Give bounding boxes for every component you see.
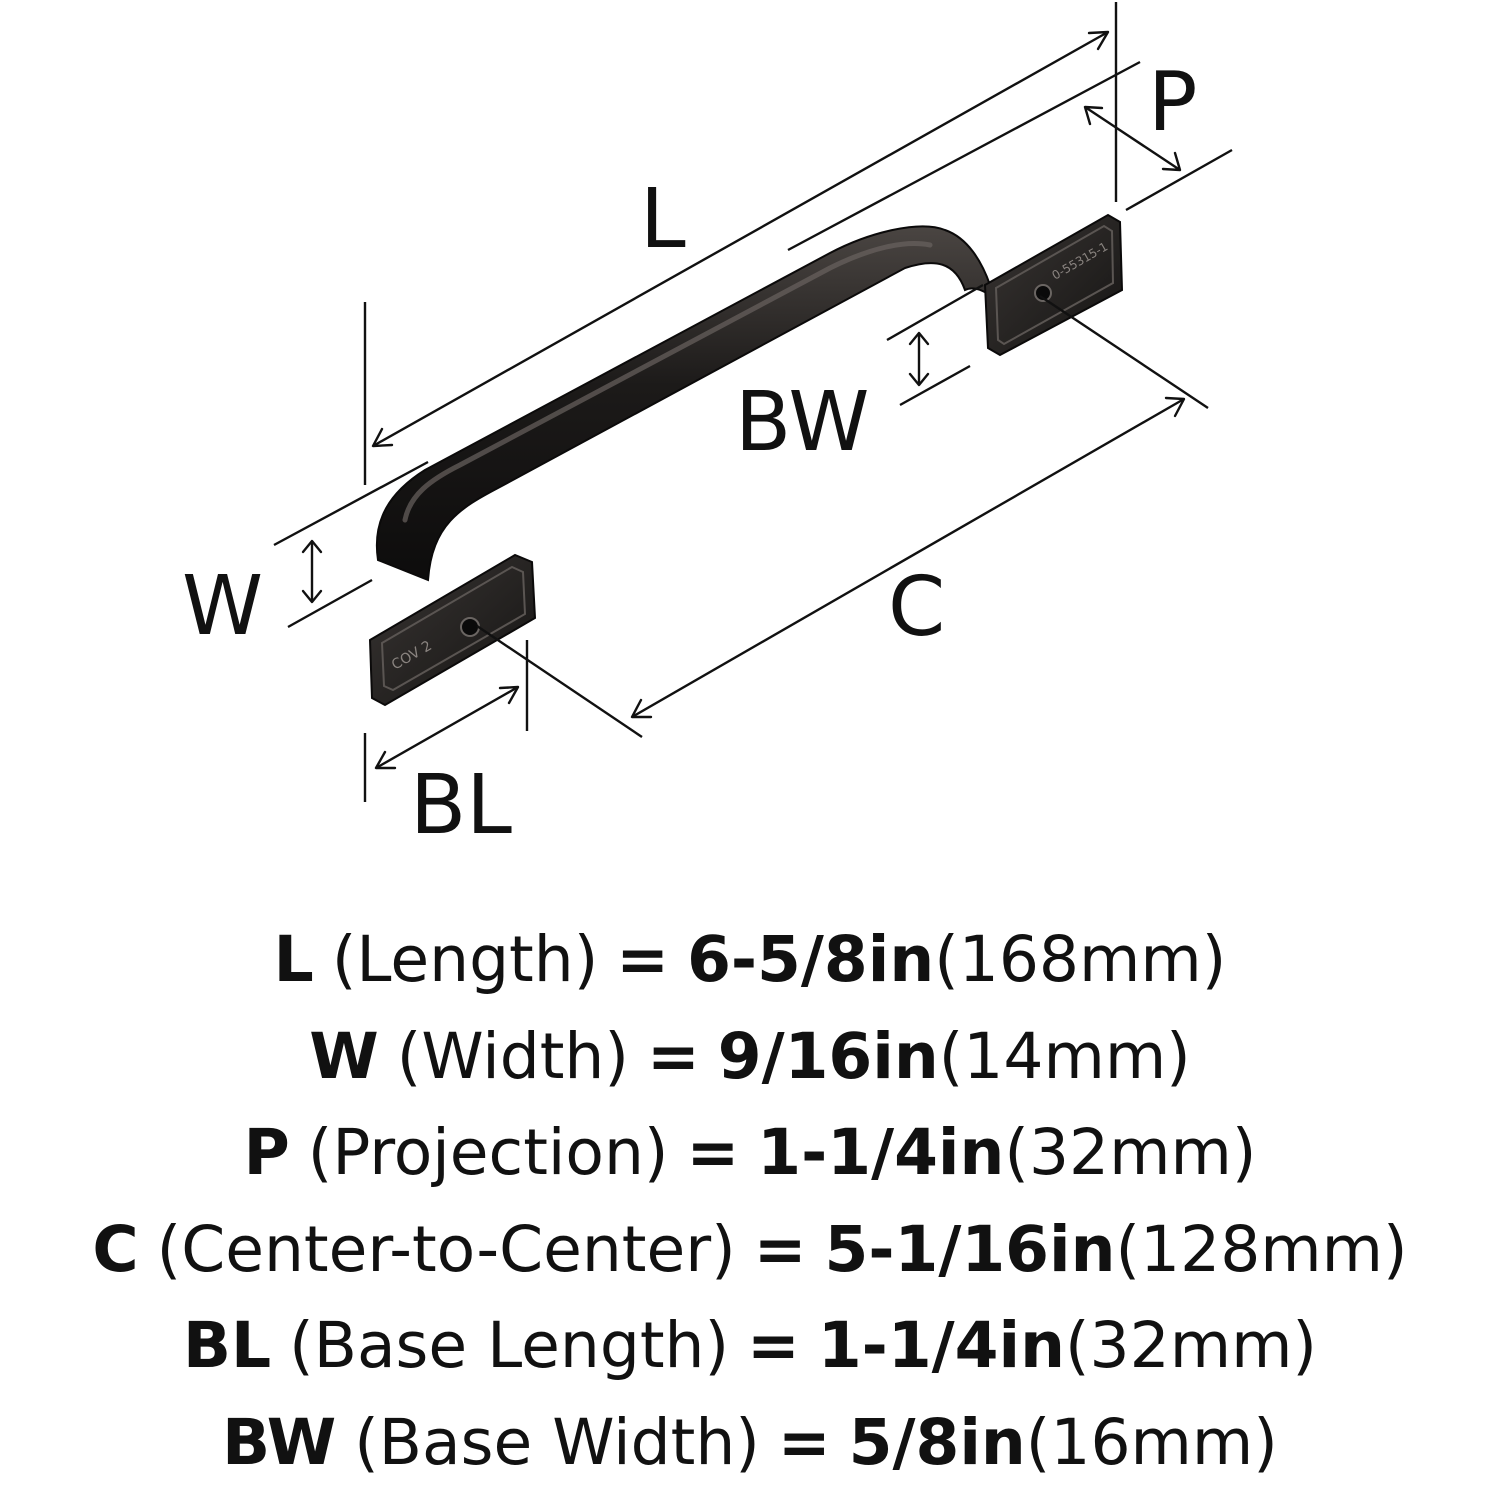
spec-metric-value: (32mm) [1065, 1298, 1317, 1395]
spec-equals: = [754, 1202, 807, 1299]
spec-equals: = [747, 1298, 800, 1395]
spec-imperial-value: 1-1/4in [757, 1105, 1004, 1202]
spec-symbol: C [92, 1202, 138, 1299]
spec-metric-value: (32mm) [1004, 1105, 1256, 1202]
spec-equals: = [616, 912, 669, 1009]
handle-bar [377, 226, 1000, 580]
spec-equals: = [686, 1105, 739, 1202]
spec-row-base-length: BL (Base Length) = 1-1/4in (32mm) [0, 1298, 1500, 1395]
spec-metric-value: (168mm) [934, 912, 1226, 1009]
spec-imperial-value: 6-5/8in [687, 912, 934, 1009]
spec-name: (Base Length) [289, 1298, 729, 1395]
spec-row-length: L (Length) = 6-5/8in (168mm) [0, 912, 1500, 1009]
label-BW: BW [735, 375, 869, 470]
spec-metric-value: (128mm) [1115, 1202, 1407, 1299]
spec-metric-value: (14mm) [939, 1009, 1191, 1106]
spec-name: (Projection) [308, 1105, 669, 1202]
left-base: COV 2 [370, 555, 535, 705]
spec-symbol: BL [183, 1298, 271, 1395]
spec-symbol: P [244, 1105, 290, 1202]
label-W: W [182, 559, 263, 654]
label-BL: BL [410, 758, 512, 853]
label-P: P [1148, 55, 1197, 150]
right-base: 0-55315-1 [985, 215, 1122, 355]
left-screw-hole [461, 618, 479, 636]
spec-name: (Center-to-Center) [157, 1202, 736, 1299]
handle-dimension-diagram: COV 2 0-55315-1 [0, 0, 1500, 890]
spec-name: (Width) [397, 1009, 629, 1106]
spec-equals: = [647, 1009, 700, 1106]
spec-row-width: W (Width) = 9/16in (14mm) [0, 1009, 1500, 1106]
spec-row-projection: P (Projection) = 1-1/4in (32mm) [0, 1105, 1500, 1202]
label-L: L [640, 172, 686, 267]
spec-imperial-value: 5-1/16in [825, 1202, 1116, 1299]
spec-row-center-to-center: C (Center-to-Center) = 5-1/16in (128mm) [0, 1202, 1500, 1299]
spec-imperial-value: 9/16in [718, 1009, 939, 1106]
label-C: C [888, 560, 945, 655]
spec-symbol: L [274, 912, 314, 1009]
spec-symbol: W [309, 1009, 379, 1106]
spec-imperial-value: 1-1/4in [818, 1298, 1065, 1395]
spec-name: (Length) [332, 912, 598, 1009]
dimension-spec-list: L (Length) = 6-5/8in (168mm) W (Width) =… [0, 912, 1500, 1491]
